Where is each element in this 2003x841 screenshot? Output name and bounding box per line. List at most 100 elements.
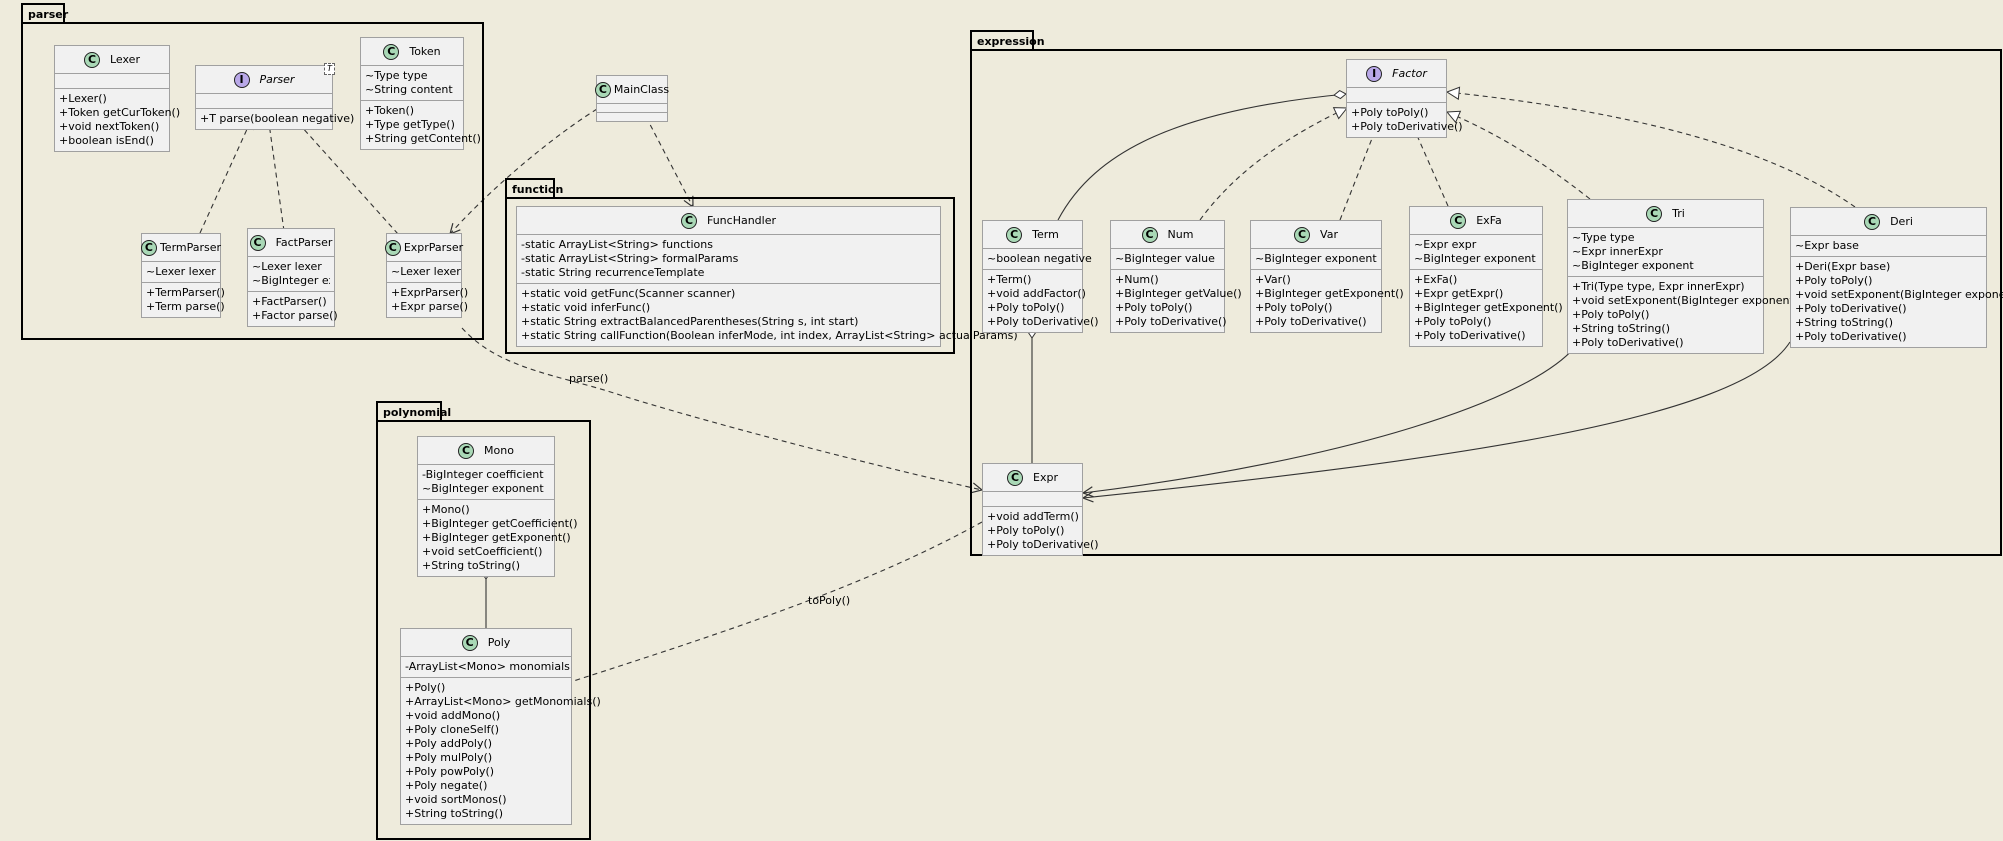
method: +Poly toPoly() (1572, 308, 1650, 321)
method: +Poly toDerivative() (1572, 336, 1684, 349)
edge-tri-expr (1083, 346, 1576, 493)
edge-tri-factor (1447, 112, 1591, 200)
method: +BigInteger getValue() (1115, 287, 1242, 300)
method: +Poly mulPoly() (405, 751, 493, 764)
method: +String toString() (405, 807, 503, 820)
edge-term-factor (1057, 89, 1347, 221)
class-icon: C (384, 239, 401, 256)
field: ~Expr innerExpr (1572, 245, 1663, 258)
method: +BigInteger getExponent() (422, 531, 571, 544)
method: +static String callFunction(Boolean infe… (521, 329, 1018, 342)
class-icon: C (1006, 226, 1023, 243)
edge-label-topoly: toPoly() (808, 594, 851, 607)
method: +Poly toPoly() (987, 301, 1065, 314)
method: +Deri(Expr base) (1795, 260, 1891, 273)
class-name: Factor (1392, 67, 1427, 80)
type-parameter: T (324, 63, 335, 75)
interface-icon: I (233, 71, 250, 88)
method: +Poly addPoly() (405, 737, 493, 750)
method: +void setCoefficient() (422, 545, 543, 558)
method: +static void inferFunc() (521, 301, 651, 314)
method: +ArrayList<Mono> getMonomials() (405, 695, 601, 708)
method: +Poly toDerivative() (987, 538, 1099, 551)
class-name: TermParser (159, 241, 222, 254)
method: +Poly toDerivative() (1795, 302, 1907, 315)
method: +FactParser() (252, 295, 327, 308)
field: ~BigInteger exponent (422, 482, 544, 495)
method: +Expr parse() (391, 300, 469, 313)
method: +void sortMonos() (405, 793, 507, 806)
method: +Tri(Type type, Expr innerExpr) (1572, 280, 1745, 293)
class-name: Deri (1890, 215, 1913, 228)
method: +Poly negate() (405, 779, 488, 792)
method: +Type getType() (365, 118, 455, 131)
method: +static void getFunc(Scanner scanner) (521, 287, 736, 300)
class-icon: C (1294, 226, 1311, 243)
edge-deri-factor (1447, 92, 1856, 208)
method: +ExFa() (1414, 273, 1458, 286)
method: +void addFactor() (987, 287, 1086, 300)
edge-mainclass-funchandler (641, 108, 693, 207)
class-icon: C (249, 234, 266, 251)
method: +void addTerm() (987, 510, 1079, 523)
method: +Poly cloneSelf() (405, 723, 500, 736)
field: ~Lexer lexer (391, 265, 461, 278)
class-name: Lexer (110, 53, 140, 66)
package-tab-function: function (505, 178, 563, 198)
method: +BigInteger getCoefficient() (422, 517, 578, 530)
class-icon: C (1141, 226, 1158, 243)
edge-expr-poly (555, 521, 983, 687)
class-name: Expr (1033, 471, 1058, 484)
class-name: MainClass (613, 83, 670, 96)
class-name: Token (409, 45, 441, 58)
method: +void setExponent(BigInteger exponent) (1795, 288, 2003, 301)
method: +BigInteger getExponent() (1414, 301, 1563, 314)
method: +Poly toDerivative() (1795, 330, 1907, 343)
field: ~String content (365, 83, 453, 96)
package-parser (21, 22, 484, 340)
method: +Poly toDerivative() (1115, 315, 1227, 328)
method: +Poly toDerivative() (1255, 315, 1367, 328)
class-name: FuncHandler (706, 214, 777, 227)
class-icon: C (594, 81, 611, 98)
package-polynomial (376, 420, 591, 840)
method: +Poly() (405, 681, 446, 694)
field: ~Lexer lexer (146, 265, 216, 278)
class-name: Var (1320, 228, 1338, 241)
method: +static String extractBalancedParenthese… (521, 315, 859, 328)
class-icon: C (84, 51, 100, 68)
field: ~Expr base (1795, 239, 1859, 252)
package-expression (970, 49, 2002, 556)
class-icon: C (140, 239, 157, 256)
method: +Term() (987, 273, 1032, 286)
field: ~BigInteger exponent (1414, 252, 1536, 265)
class-icon: C (1646, 205, 1663, 222)
method: +Lexer() (59, 92, 107, 105)
method: +Expr getExpr() (1414, 287, 1504, 300)
method: +String toString() (1572, 322, 1670, 335)
method: +void addMono() (405, 709, 501, 722)
method: +T parse(boolean negative) (200, 112, 355, 125)
class-name: Mono (484, 444, 514, 457)
field: ~Lexer lexer (252, 260, 322, 273)
method: +Poly toPoly() (1414, 315, 1492, 328)
